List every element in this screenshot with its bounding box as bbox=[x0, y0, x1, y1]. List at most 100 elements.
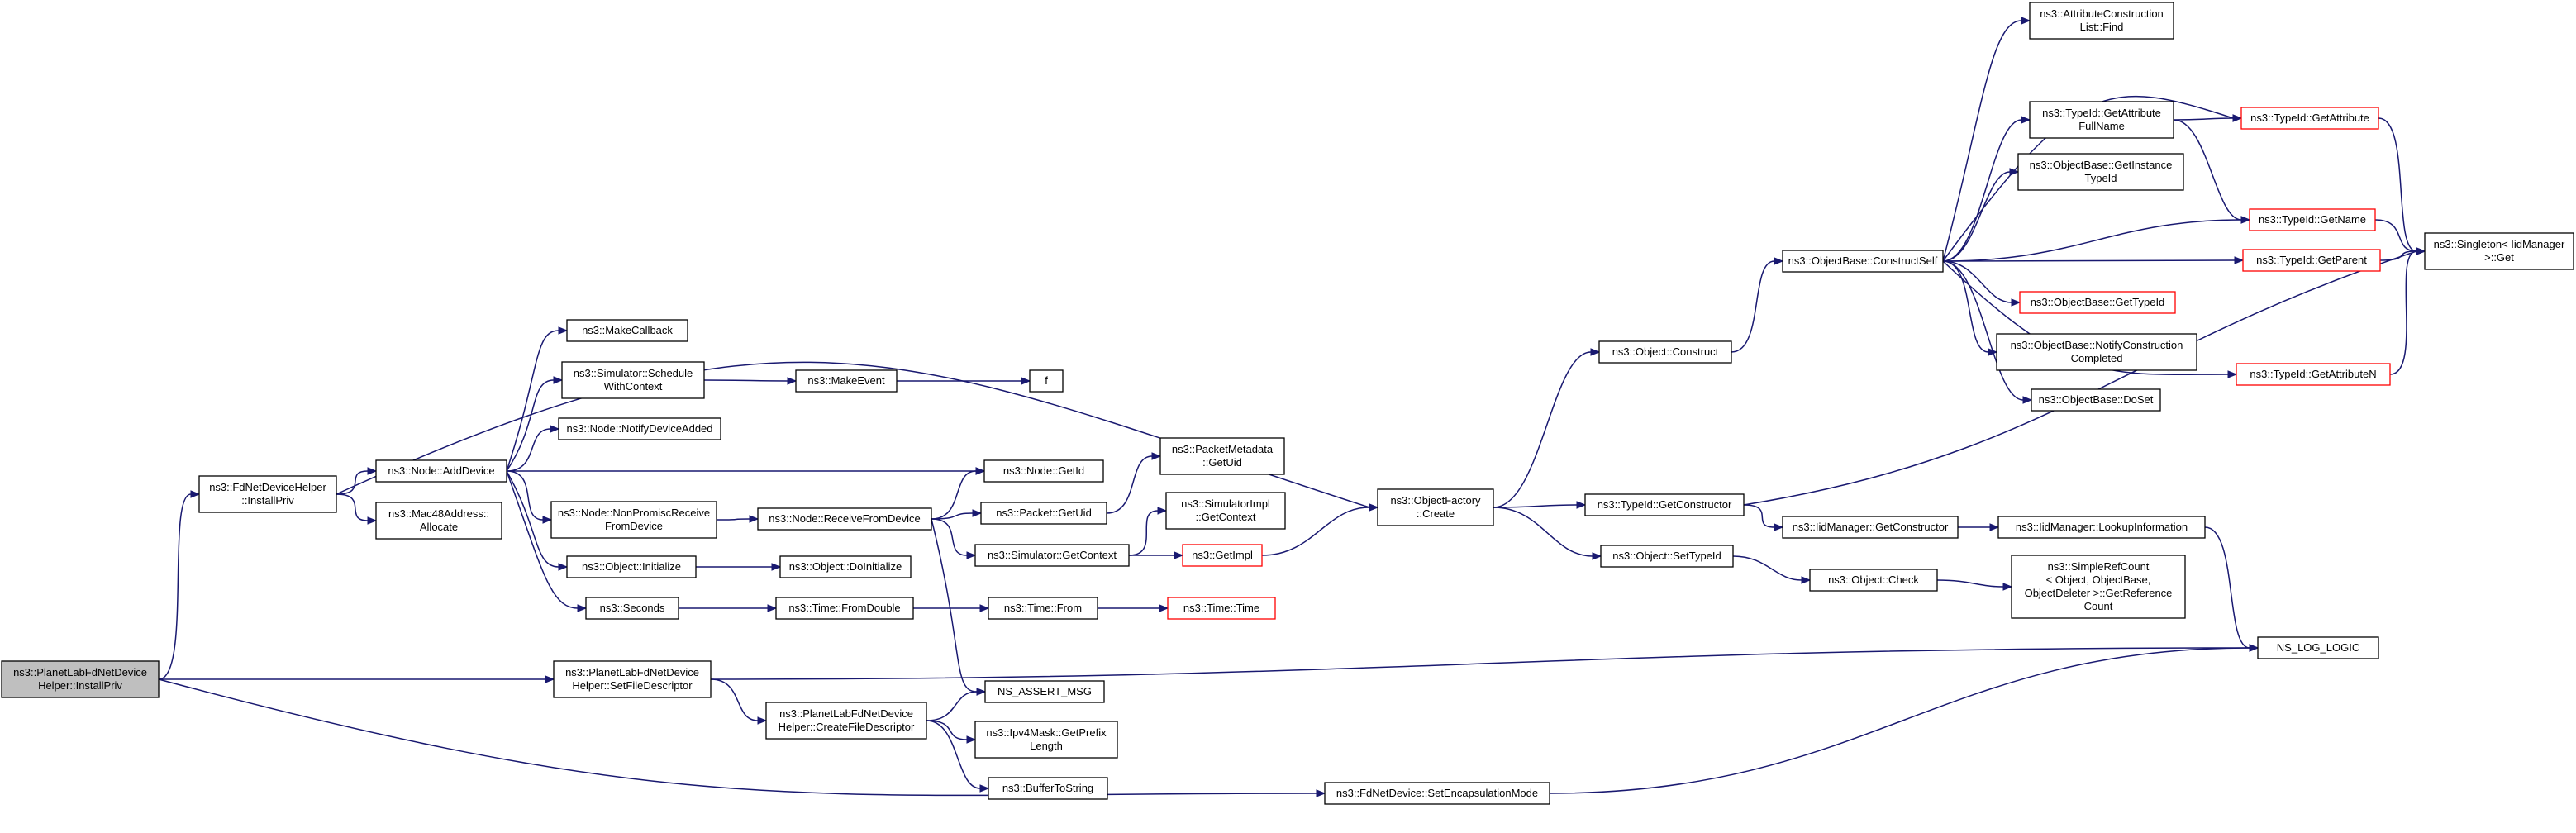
edge-line bbox=[506, 330, 559, 472]
node-iidmgr-getconstructor[interactable]: ns3::IidManager::GetConstructor bbox=[1782, 516, 1959, 539]
node-node-receivefromdev[interactable]: ns3::Node::ReceiveFromDevice bbox=[757, 507, 932, 531]
edge-arrowhead bbox=[787, 377, 798, 385]
node-label-line: >::Get bbox=[2484, 251, 2514, 264]
node-getimpl[interactable]: ns3::GetImpl bbox=[1182, 544, 1263, 567]
edge-objfactory-create-to-object-construct bbox=[1493, 348, 1601, 508]
node-packet-getuid[interactable]: ns3::Packet::GetUid bbox=[980, 502, 1107, 525]
edge-arrowhead bbox=[767, 604, 778, 612]
node-fd-setencap[interactable]: ns3::FdNetDevice::SetEncapsulationMode bbox=[1324, 782, 1550, 805]
node-iidmgr-lookupinfo[interactable]: ns3::IidManager::LookupInformation bbox=[1997, 516, 2206, 539]
edge-line bbox=[2389, 250, 2417, 375]
edge-objbase-constructself-to-typeid-getname bbox=[1942, 216, 2251, 262]
node-label-line: ns3::TypeId::GetAttributeN bbox=[2250, 368, 2376, 380]
node-f[interactable]: f bbox=[1029, 369, 1064, 393]
node-time-time[interactable]: ns3::Time::Time bbox=[1167, 597, 1276, 620]
edge-node-adddevice-to-node-nonpromisc bbox=[506, 470, 553, 524]
node-typeid-getattribute[interactable]: ns3::TypeId::GetAttribute bbox=[2240, 107, 2379, 130]
node-time-fromdouble[interactable]: ns3::Time::FromDouble bbox=[775, 597, 914, 620]
edge-arrowhead bbox=[550, 425, 560, 433]
node-label-line: ns3::Object::Construct bbox=[1612, 345, 1719, 358]
edge-arrowhead bbox=[1774, 523, 1784, 531]
edge-arrowhead bbox=[1774, 257, 1784, 265]
edge-arrowhead bbox=[1989, 523, 2000, 531]
edge-line bbox=[336, 493, 369, 521]
node-label-line: TypeId bbox=[2084, 172, 2117, 184]
node-objbase-constructself[interactable]: ns3::ObjectBase::ConstructSelf bbox=[1782, 250, 1944, 273]
node-label-line: ns3::Node::AddDevice bbox=[388, 464, 494, 477]
node-label-line: ns3::TypeId::GetConstructor bbox=[1598, 498, 1732, 511]
edge-line bbox=[506, 379, 555, 472]
node-root[interactable]: ns3::PlanetLabFdNetDeviceHelper::Install… bbox=[1, 660, 160, 698]
node-object-doinit[interactable]: ns3::Object::DoInitialize bbox=[779, 555, 912, 578]
edge-arrowhead bbox=[1590, 348, 1601, 356]
node-pl-createfd[interactable]: ns3::PlanetLabFdNetDeviceHelper::CreateF… bbox=[765, 702, 927, 740]
edge-objbase-constructself-to-objbase-notifyconstr bbox=[1942, 260, 1998, 356]
node-ns-assert-msg[interactable]: NS_ASSERT_MSG bbox=[984, 680, 1105, 703]
node-objbase-doset[interactable]: ns3::ObjectBase::DoSet bbox=[2031, 388, 2161, 412]
edge-line bbox=[1942, 219, 2242, 262]
node-seconds[interactable]: ns3::Seconds bbox=[585, 597, 679, 620]
node-typeid-getconstructor[interactable]: ns3::TypeId::GetConstructor bbox=[1584, 493, 1745, 516]
edge-arrowhead bbox=[975, 467, 986, 475]
node-node-adddevice[interactable]: ns3::Node::AddDevice bbox=[375, 459, 507, 483]
node-box bbox=[984, 680, 1105, 703]
node-label-line: ns3::FdNetDevice::SetEncapsulationMode bbox=[1336, 787, 1538, 799]
node-objfactory-create[interactable]: ns3::ObjectFactory::Create bbox=[1377, 488, 1494, 526]
node-makecallback[interactable]: ns3::MakeCallback bbox=[566, 319, 688, 342]
node-object-construct[interactable]: ns3::Object::Construct bbox=[1598, 340, 1732, 364]
node-typeid-getparent[interactable]: ns3::TypeId::GetParent bbox=[2242, 249, 2381, 272]
node-box bbox=[1782, 516, 1959, 539]
edge-node-adddevice-to-node-notifydev bbox=[506, 425, 560, 472]
edge-pl-createfd-to-ipv4mask-getprefix bbox=[926, 720, 977, 744]
node-ns-log-logic[interactable]: NS_LOG_LOGIC bbox=[2257, 636, 2379, 659]
node-label-line: ::Create bbox=[1417, 507, 1455, 520]
node-objbase-gettypeid[interactable]: ns3::ObjectBase::GetTypeId bbox=[2019, 291, 2176, 314]
edge-line bbox=[1106, 455, 1153, 514]
node-box bbox=[561, 361, 705, 399]
node-node-notifydev[interactable]: ns3::Node::NotifyDeviceAdded bbox=[558, 417, 721, 440]
edge-getimpl-to-objfactory-create bbox=[1261, 503, 1379, 556]
node-pktmeta-getuid[interactable]: ns3::PacketMetadata::GetUid bbox=[1159, 437, 1285, 475]
edge-pl-createfd-to-buffertostring bbox=[926, 720, 990, 793]
node-pl-setfiledesc[interactable]: ns3::PlanetLabFdNetDeviceHelper::SetFile… bbox=[553, 660, 712, 698]
edge-arrowhead bbox=[577, 604, 588, 612]
edge-line bbox=[710, 647, 2250, 680]
node-objbase-notifyconstr[interactable]: ns3::ObjectBase::NotifyConstructionCompl… bbox=[1996, 333, 2197, 371]
node-box bbox=[375, 502, 502, 540]
node-box bbox=[1598, 340, 1732, 364]
edge-layer bbox=[158, 17, 2426, 797]
node-sim-getcontext[interactable]: ns3::Simulator::GetContext bbox=[974, 544, 1130, 567]
node-object-settypeid[interactable]: ns3::Object::SetTypeId bbox=[1600, 545, 1734, 568]
node-object-initialize[interactable]: ns3::Object::Initialize bbox=[566, 555, 697, 578]
node-makeevent[interactable]: ns3::MakeEvent bbox=[795, 369, 898, 393]
node-singleton-get[interactable]: ns3::Singleton< IidManager >::Get bbox=[2424, 232, 2574, 270]
node-buffertostring[interactable]: ns3::BufferToString bbox=[988, 777, 1108, 800]
node-simimpl-getcontext[interactable]: ns3::SimulatorImpl::GetContext bbox=[1165, 492, 1286, 530]
node-label-line: ns3::ObjectBase::ConstructSelf bbox=[1788, 255, 1938, 267]
node-label-line: ns3::Object::Check bbox=[1828, 574, 1919, 586]
node-box bbox=[1997, 516, 2206, 539]
node-typeid-getattributen[interactable]: ns3::TypeId::GetAttributeN bbox=[2236, 363, 2391, 386]
node-label-line: WithContext bbox=[604, 380, 663, 393]
node-fdhelper-installpriv[interactable]: ns3::FdNetDeviceHelper::InstallPriv bbox=[198, 475, 337, 513]
node-object-check[interactable]: ns3::Object::Check bbox=[1809, 569, 1938, 592]
node-label-line: ns3::Seconds bbox=[600, 602, 665, 614]
node-box bbox=[585, 597, 679, 620]
edge-node-receivefromdev-to-node-getid bbox=[931, 467, 986, 520]
node-box bbox=[2017, 153, 2184, 191]
node-box bbox=[1, 660, 160, 698]
node-typeid-getname[interactable]: ns3::TypeId::GetName bbox=[2249, 208, 2376, 231]
node-node-getid[interactable]: ns3::Node::GetId bbox=[983, 459, 1104, 483]
node-mac48-allocate[interactable]: ns3::Mac48Address::Allocate bbox=[375, 502, 502, 540]
edge-line bbox=[926, 720, 981, 789]
node-label-line: ns3::Simulator::Schedule bbox=[574, 367, 693, 379]
node-simplerefcount[interactable]: ns3::SimpleRefCount< Object, ObjectBase,… bbox=[2011, 555, 2186, 619]
edge-line bbox=[1732, 555, 1802, 581]
node-time-from[interactable]: ns3::Time::From bbox=[988, 597, 1098, 620]
